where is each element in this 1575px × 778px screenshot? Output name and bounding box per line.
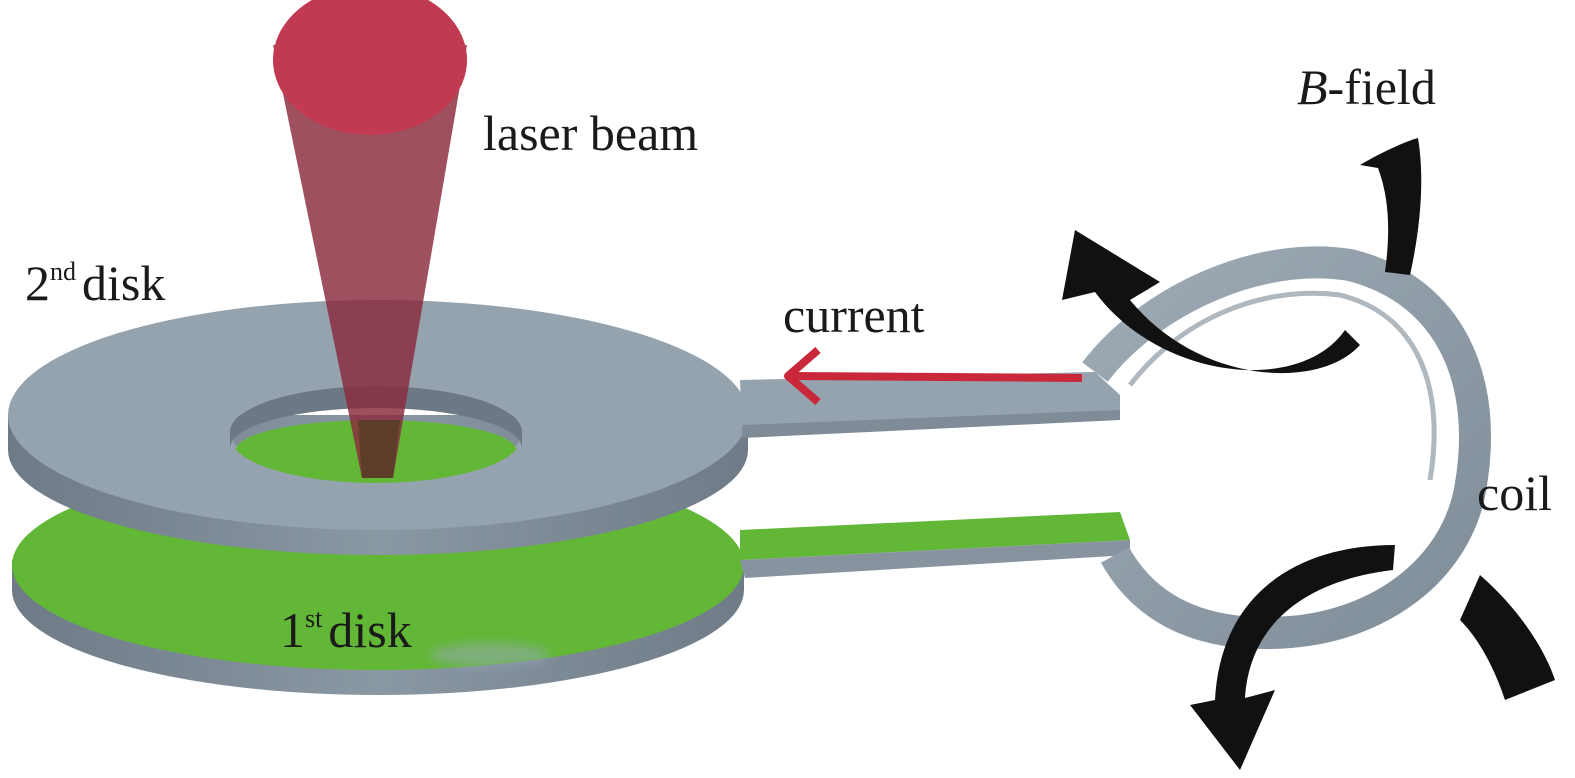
laser-beam bbox=[273, 0, 467, 478]
second-disk-num: 2 bbox=[25, 255, 50, 311]
second-disk-word: disk bbox=[82, 255, 166, 311]
laser-beam-label: laser beam bbox=[483, 108, 698, 158]
second-disk-sup: nd bbox=[50, 257, 76, 286]
field-arrow-top-right bbox=[1360, 138, 1422, 275]
laser-beam-text: laser beam bbox=[483, 105, 699, 161]
coil-ring bbox=[1082, 246, 1491, 649]
coil-label: coil bbox=[1477, 468, 1552, 518]
current-text: current bbox=[783, 287, 925, 343]
coil bbox=[1082, 246, 1491, 649]
b-field-label: B-field bbox=[1297, 62, 1436, 112]
b-field-arrows bbox=[1062, 138, 1555, 770]
field-arrow-lower bbox=[1190, 545, 1395, 770]
first-disk-lead bbox=[740, 512, 1130, 578]
laser-beam-body bbox=[273, 45, 467, 478]
laser-beam-top bbox=[273, 0, 467, 135]
second-disk bbox=[8, 300, 748, 555]
laser-beam-spot bbox=[358, 420, 400, 478]
first-disk-word: disk bbox=[328, 602, 412, 658]
second-disk-hole-wall bbox=[230, 386, 522, 448]
first-disk-sup: st bbox=[305, 604, 323, 633]
coil-text: coil bbox=[1477, 465, 1552, 521]
second-disk-top bbox=[8, 300, 748, 530]
first-disk-smudge bbox=[430, 643, 550, 667]
field-arrow-bottom-right bbox=[1460, 575, 1555, 700]
current-label: current bbox=[783, 290, 925, 340]
field-arrow-upper bbox=[1062, 230, 1360, 374]
coil-ring-inner-edge bbox=[1128, 290, 1437, 481]
first-disk-num: 1 bbox=[280, 602, 305, 658]
b-symbol: B bbox=[1297, 59, 1328, 115]
current-arrow bbox=[784, 346, 1083, 406]
b-field-suffix: -field bbox=[1327, 59, 1436, 115]
